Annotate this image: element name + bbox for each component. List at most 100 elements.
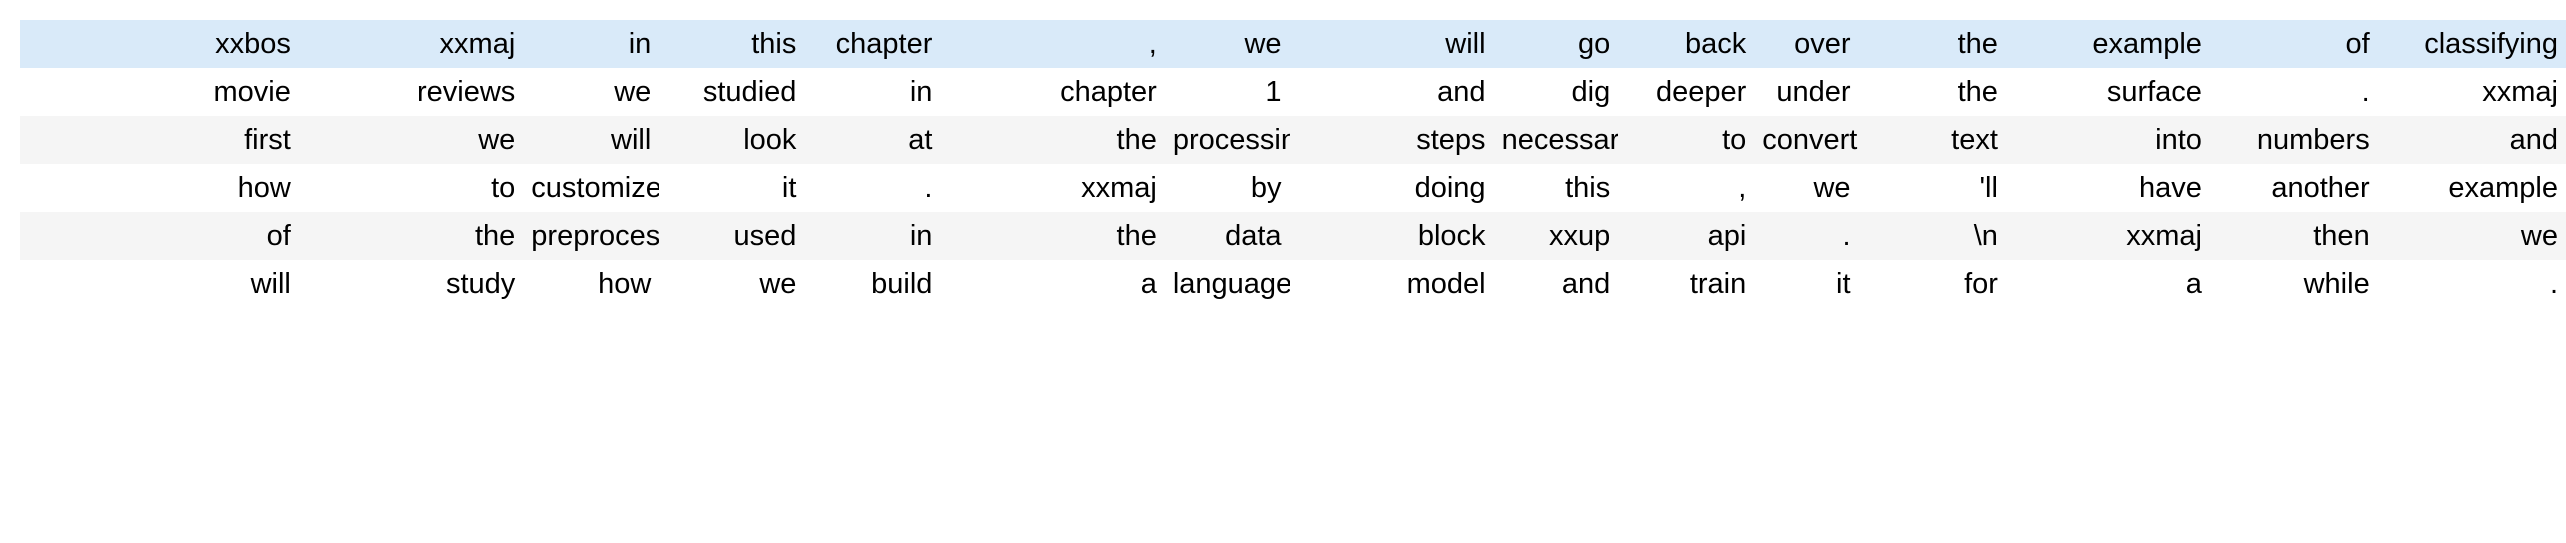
token-cell: xxmaj — [2377, 68, 2566, 116]
table-row: firstwewilllookattheprocessingstepsneces… — [20, 116, 2566, 164]
token-cell: go — [1493, 20, 1619, 68]
token-cell: studied — [659, 68, 805, 116]
token-cell: deeper — [1618, 68, 1755, 116]
token-cell: reviews — [298, 68, 524, 116]
token-cell: doing — [1289, 164, 1494, 212]
token-cell: a — [2005, 260, 2210, 308]
token-cell: api — [1618, 212, 1755, 260]
token-cell: xxbos — [153, 20, 299, 68]
token-cell: text — [1858, 116, 2006, 164]
token-cell: example — [2005, 20, 2210, 68]
token-cell: how — [523, 260, 660, 308]
token-cell: how — [153, 164, 299, 212]
token-cell: . — [804, 164, 941, 212]
token-cell: under — [1754, 68, 1859, 116]
token-cell: in — [804, 68, 941, 116]
token-cell: we — [1164, 20, 1290, 68]
row-index-gutter — [20, 116, 154, 164]
token-cell: 'll — [1858, 164, 2006, 212]
token-cell: then — [2209, 212, 2378, 260]
token-cell: language — [1164, 260, 1290, 308]
token-cell: dig — [1493, 68, 1619, 116]
token-cell: over — [1754, 20, 1859, 68]
token-cell: it — [659, 164, 805, 212]
token-cell: first — [153, 116, 299, 164]
token-cell: the — [940, 212, 1165, 260]
token-cell: block — [1289, 212, 1494, 260]
token-cell: data — [1164, 212, 1290, 260]
token-cell: \n — [1858, 212, 2006, 260]
token-cell: . — [1754, 212, 1859, 260]
token-cell: this — [659, 20, 805, 68]
token-cell: it — [1754, 260, 1859, 308]
token-cell: to — [1618, 116, 1755, 164]
token-cell: of — [2209, 20, 2378, 68]
row-index-gutter — [20, 212, 154, 260]
token-cell: for — [1858, 260, 2006, 308]
token-cell: xxup — [1493, 212, 1619, 260]
token-cell: chapter — [804, 20, 941, 68]
token-cell: the — [298, 212, 524, 260]
token-cell: will — [153, 260, 299, 308]
token-cell: . — [2377, 260, 2566, 308]
token-cell: at — [804, 116, 941, 164]
token-cell: build — [804, 260, 941, 308]
token-cell: we — [523, 68, 660, 116]
token-cell: while — [2209, 260, 2378, 308]
token-cell: another — [2209, 164, 2378, 212]
token-cell: in — [804, 212, 941, 260]
token-cell: xxmaj — [298, 20, 524, 68]
row-index-gutter — [20, 260, 154, 308]
token-cell: classifying — [2377, 20, 2566, 68]
token-cell: study — [298, 260, 524, 308]
token-cell: xxmaj — [2005, 212, 2210, 260]
token-cell: back — [1618, 20, 1755, 68]
token-cell: example — [2377, 164, 2566, 212]
token-cell: xxmaj — [940, 164, 1165, 212]
token-cell: the — [1858, 68, 2006, 116]
table-row: ofthepreprocessorusedinthedatablockxxupa… — [20, 212, 2566, 260]
token-cell: movie — [153, 68, 299, 116]
token-cell: in — [523, 20, 660, 68]
token-cell: and — [1493, 260, 1619, 308]
token-cell: will — [523, 116, 660, 164]
token-cell: a — [940, 260, 1165, 308]
token-cell: , — [940, 20, 1165, 68]
token-cell: chapter — [940, 68, 1165, 116]
token-cell: this — [1493, 164, 1619, 212]
token-cell: will — [1289, 20, 1494, 68]
token-cell: numbers — [2209, 116, 2378, 164]
token-cell: have — [2005, 164, 2210, 212]
token-cell: preprocessor — [523, 212, 660, 260]
token-cell: train — [1618, 260, 1755, 308]
row-index-gutter — [20, 164, 154, 212]
token-cell: and — [1289, 68, 1494, 116]
row-index-gutter — [20, 20, 154, 68]
token-cell: surface — [2005, 68, 2210, 116]
token-cell: into — [2005, 116, 2210, 164]
token-cell: the — [940, 116, 1165, 164]
token-cell: and — [2377, 116, 2566, 164]
token-cell: . — [2209, 68, 2378, 116]
token-cell: of — [153, 212, 299, 260]
token-cell: customize — [523, 164, 660, 212]
token-cell: by — [1164, 164, 1290, 212]
token-cell: the — [1858, 20, 2006, 68]
token-cell: to — [298, 164, 524, 212]
token-cell: , — [1618, 164, 1755, 212]
token-cell: we — [1754, 164, 1859, 212]
token-cell: we — [2377, 212, 2566, 260]
token-cell: we — [659, 260, 805, 308]
token-cell: convert — [1754, 116, 1859, 164]
token-cell: used — [659, 212, 805, 260]
token-cell: model — [1289, 260, 1494, 308]
token-cell: 1 — [1164, 68, 1290, 116]
token-cell: processing — [1164, 116, 1290, 164]
